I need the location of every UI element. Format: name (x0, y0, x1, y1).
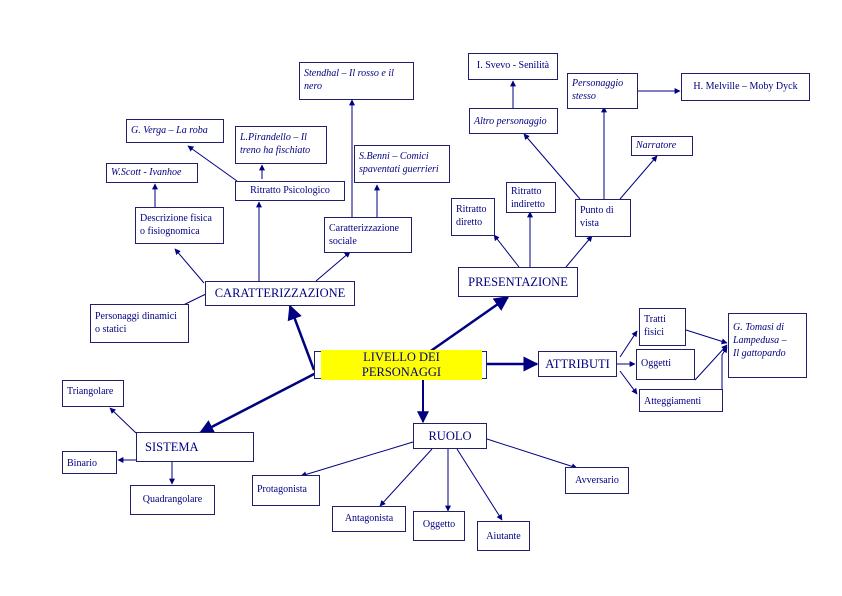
node-presentazione: PRESENTAZIONE (458, 267, 578, 297)
node-oggetto: Oggetto (413, 511, 465, 541)
edge-ruolo-antagonista (379, 448, 433, 507)
node-ritratto-diretto: Ritratto diretto (451, 198, 495, 236)
edge-punto-altro (523, 133, 581, 200)
node-aiutante: Aiutante (477, 521, 530, 551)
node-stendhal: Stendhal – Il rosso e il nero (299, 62, 414, 100)
node-descrizione-fisica: Descrizione fisica o fisiognomica (135, 207, 224, 244)
node-wscott: W.Scott - Ivanhoe (106, 163, 198, 183)
node-attributi: ATTRIBUTI (538, 351, 617, 377)
edge-ruolo-protagonista (300, 441, 414, 478)
node-protagonista: Protagonista (252, 475, 320, 506)
edge-pres-diretto (493, 234, 520, 268)
edge-sistema-triangolare (109, 407, 137, 434)
edge-atteggiamenti-tomasi (721, 346, 728, 400)
node-altro-personaggio: Altro personaggio (469, 108, 558, 134)
node-livello-dei-personaggi: LIVELLO DEI PERSONAGGI (314, 350, 487, 380)
node-punto-di-vista: Punto di vista (575, 199, 631, 237)
edge-livello-presentazione (424, 295, 510, 357)
node-personaggio-stesso: Personaggio stesso (567, 73, 638, 109)
node-antagonista: Antagonista (332, 506, 406, 532)
node-ritratto-psicologico: Ritratto Psicologico (235, 181, 345, 201)
edge-tratti-tomasi (685, 329, 728, 345)
node-livello-label: LIVELLO DEI PERSONAGGI (321, 350, 482, 380)
node-avversario: Avversario (565, 467, 629, 494)
edge-caratt-descrizione (174, 248, 205, 284)
node-caratterizzazione: CARATTERIZZAZIONE (205, 281, 355, 306)
node-binario: Binario (62, 451, 117, 474)
edge-ruolo-avversario (486, 438, 578, 470)
edge-caratt-sociale (315, 251, 351, 282)
node-pirandello: L.Pirandello – Il treno ha fischiato (235, 126, 327, 164)
node-oggetti: Oggetti (636, 349, 695, 380)
node-ritratto-indiretto: Ritratto indiretto (506, 182, 556, 213)
edge-ruolo-aiutante (456, 448, 503, 521)
node-verga: G. Verga – La roba (126, 119, 224, 143)
edge-punto-narratore (619, 155, 658, 200)
node-svevo: I. Svevo - Senilità (468, 53, 558, 80)
node-quadrangolare: Quadrangolare (130, 485, 215, 515)
edge-psicologico-verga (187, 145, 238, 182)
node-benni: S.Benni – Comici spaventati guerrieri (354, 145, 450, 183)
node-narratore: Narratore (631, 136, 693, 156)
node-ruolo: RUOLO (413, 423, 487, 449)
edge-pres-puntodivista (565, 235, 593, 268)
edge-attr-atteggiamenti (619, 370, 638, 395)
node-triangolare: Triangolare (62, 380, 124, 407)
node-tomasi: G. Tomasi di Lampedusa – Il gattopardo (728, 313, 807, 378)
node-melville: H. Melville – Moby Dyck (681, 73, 810, 101)
node-caratterizzazione-sociale: Caratterizzazione sociale (324, 217, 412, 253)
node-atteggiamenti: Atteggiamenti (639, 389, 723, 412)
edge-attr-tratti (619, 330, 638, 358)
edge-livello-sistema (198, 370, 319, 435)
node-tratti-fisici: Tratti fisici (639, 308, 686, 346)
edge-livello-caratterizzazione (287, 304, 316, 371)
node-personaggi-dinamici: Personaggi dinamici o statici (90, 304, 189, 343)
node-sistema: SISTEMA (136, 432, 254, 462)
